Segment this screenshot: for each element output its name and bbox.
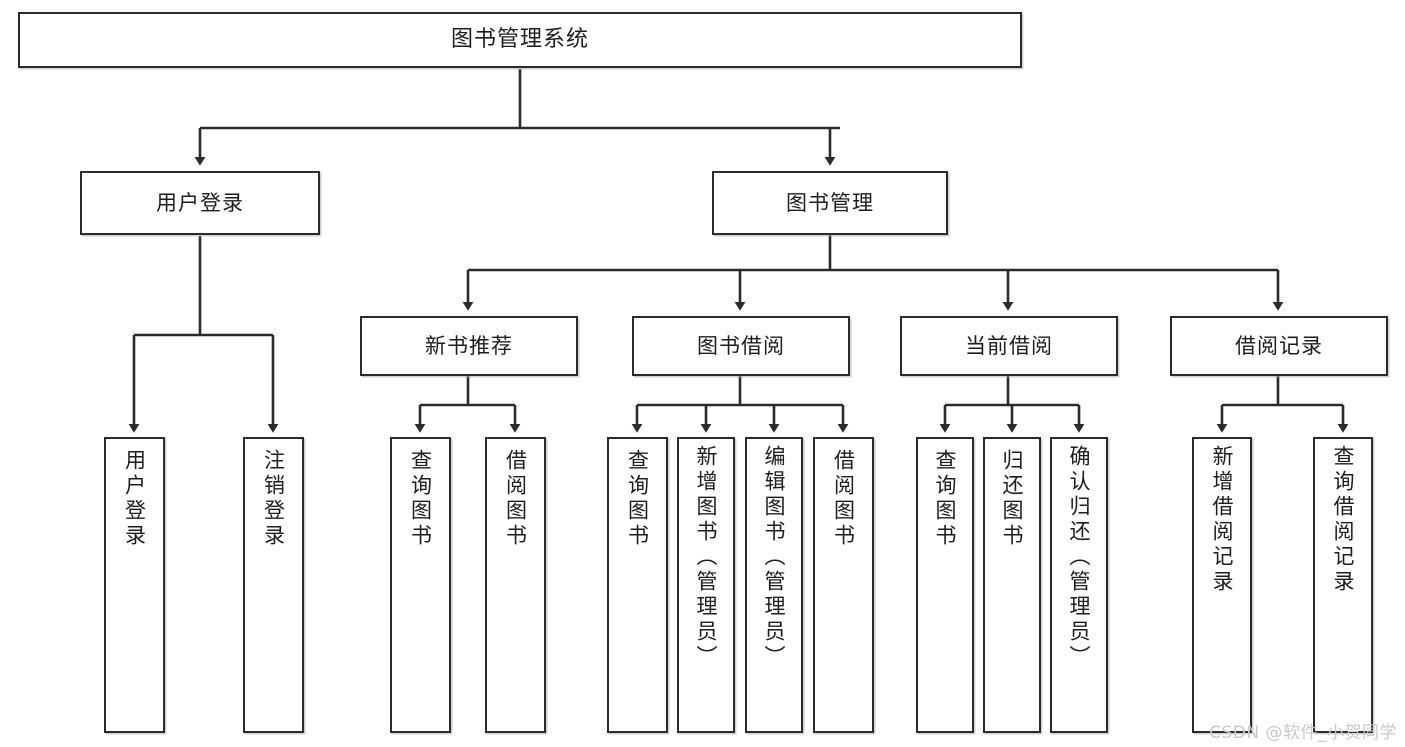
node-root-label: 图书管理系统 bbox=[450, 27, 589, 53]
leaf-confirm-return-admin[interactable]: 确认归还（管理员） bbox=[1050, 437, 1108, 733]
leaf-add-book-admin-label: 新增图书（管理员） bbox=[694, 445, 719, 670]
leaf-add-borrow-record[interactable]: 新增借阅记录 bbox=[1192, 437, 1252, 733]
node-borrow-record[interactable]: 借阅记录 bbox=[1170, 316, 1388, 376]
node-book-management-label: 图书管理 bbox=[786, 190, 874, 215]
leaf-query-book-borrow-label: 查询图书 bbox=[625, 449, 650, 549]
node-book-borrow[interactable]: 图书借阅 bbox=[632, 316, 850, 376]
leaf-confirm-return-admin-label: 确认归还（管理员） bbox=[1067, 445, 1092, 670]
leaf-borrow-book[interactable]: 借阅图书 bbox=[813, 437, 874, 733]
node-borrow-record-label: 借阅记录 bbox=[1235, 333, 1323, 358]
csdn-watermark: CSDN @软件_小贺同学 bbox=[1209, 723, 1397, 743]
node-root[interactable]: 图书管理系统 bbox=[18, 12, 1022, 68]
leaf-return-book-label: 归还图书 bbox=[1000, 449, 1025, 549]
leaf-logout-label: 注销登录 bbox=[261, 449, 286, 549]
leaf-query-book-recommend-label: 查询图书 bbox=[408, 449, 433, 549]
leaf-return-book[interactable]: 归还图书 bbox=[983, 437, 1041, 733]
leaf-query-book-current[interactable]: 查询图书 bbox=[916, 437, 974, 733]
node-new-book-recommend[interactable]: 新书推荐 bbox=[360, 316, 578, 376]
node-book-borrow-label: 图书借阅 bbox=[697, 333, 785, 358]
node-book-management[interactable]: 图书管理 bbox=[712, 171, 948, 235]
node-current-borrow-label: 当前借阅 bbox=[965, 333, 1053, 358]
leaf-edit-book-admin[interactable]: 编辑图书（管理员） bbox=[745, 437, 803, 733]
leaf-borrow-book-recommend[interactable]: 借阅图书 bbox=[485, 437, 546, 733]
leaf-query-book-recommend[interactable]: 查询图书 bbox=[390, 437, 451, 733]
leaf-add-borrow-record-label: 新增借阅记录 bbox=[1210, 445, 1235, 595]
node-new-book-recommend-label: 新书推荐 bbox=[425, 333, 513, 358]
leaf-logout[interactable]: 注销登录 bbox=[243, 437, 304, 733]
leaf-query-borrow-record[interactable]: 查询借阅记录 bbox=[1313, 437, 1373, 733]
node-current-borrow[interactable]: 当前借阅 bbox=[900, 316, 1118, 376]
leaf-edit-book-admin-label: 编辑图书（管理员） bbox=[762, 445, 787, 670]
leaf-query-book-current-label: 查询图书 bbox=[933, 449, 958, 549]
leaf-borrow-book-label: 借阅图书 bbox=[831, 449, 856, 549]
leaf-query-borrow-record-label: 查询借阅记录 bbox=[1331, 445, 1356, 595]
leaf-user-login[interactable]: 用户登录 bbox=[104, 437, 165, 733]
node-user-login[interactable]: 用户登录 bbox=[80, 171, 320, 235]
leaf-user-login-label: 用户登录 bbox=[122, 449, 147, 549]
node-user-login-label: 用户登录 bbox=[156, 190, 244, 215]
leaf-query-book-borrow[interactable]: 查询图书 bbox=[607, 437, 668, 733]
leaf-borrow-book-recommend-label: 借阅图书 bbox=[503, 449, 528, 549]
leaf-add-book-admin[interactable]: 新增图书（管理员） bbox=[677, 437, 735, 733]
